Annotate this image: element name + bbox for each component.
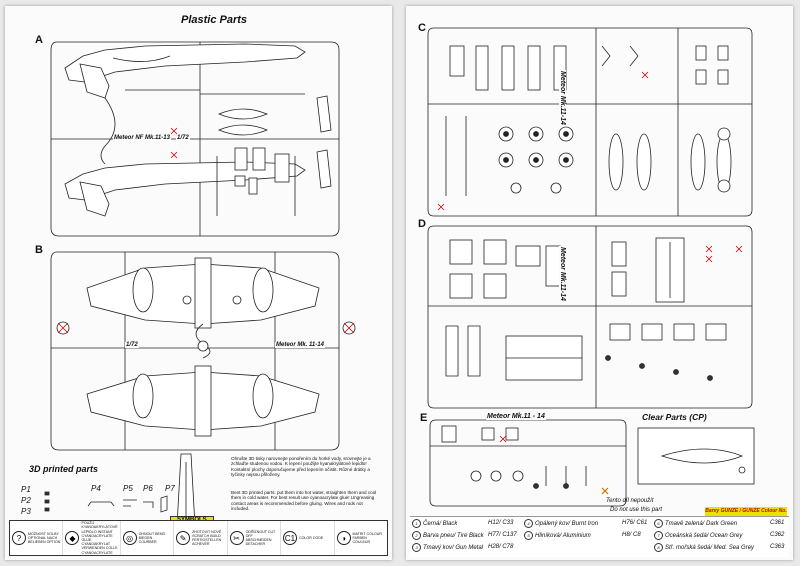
part-p7: P7 xyxy=(165,484,175,493)
color-code-5: H8/ C8 xyxy=(622,532,641,538)
scratch-build-icon: ✎ xyxy=(176,531,191,545)
color-code-8: C363 xyxy=(770,544,785,550)
plastic-parts-title: Plastic Parts xyxy=(181,14,248,26)
color-code-6: C361 xyxy=(770,520,785,526)
printed-instructions-cz: Ohrušte 3D tisky narovnejte ponořením do… xyxy=(231,456,371,478)
sprue-e-letter: E xyxy=(420,412,428,424)
glue-icon: ◆ xyxy=(65,531,80,545)
sprue-c-letter: C xyxy=(418,22,426,34)
symbol-cut: ✂ODŘÍZNOUT CUT OFF ABSCHNEIDEN DETACHER xyxy=(228,521,282,555)
optional-icon: ? xyxy=(12,531,26,545)
sprue-a-scale: 1/72 xyxy=(176,135,190,141)
symbol-glue: ◆POUŽIJ KYANOAKRYLÁTOVÉ LEPIDLO INSTANT … xyxy=(63,521,121,555)
symbol-optional: ?MOŽNOST VOLBY OPTIONAL NACH BELIEBEN OP… xyxy=(10,521,64,555)
symbols-bar: ?MOŽNOST VOLBY OPTIONAL NACH BELIEBEN OP… xyxy=(9,520,388,556)
right-sprues-drawing xyxy=(427,27,755,507)
printed-parts-title: 3D printed parts xyxy=(29,464,99,474)
part-p3: P3 xyxy=(21,507,31,516)
color-code-icon: C1 xyxy=(283,531,298,545)
symbol-scratch: ✎ZHOTOVIT NOVÉ SCRATCH BUILD FERTIGSTELL… xyxy=(174,521,228,555)
left-page: Plastic Parts xyxy=(5,6,392,560)
color-code-7: C362 xyxy=(770,532,785,538)
gunze-brand-bar: Barvy GUNZE / GUNZE Colour No. xyxy=(705,507,787,516)
right-page: C Meteor Mk.11-14 D Meteor Mk.11-14 E Me… xyxy=(406,6,793,560)
matt-colour-icon: ◑ xyxy=(336,531,351,545)
part-p4: P4 xyxy=(91,484,101,493)
cut-off-icon: ✂ xyxy=(229,531,244,545)
printed-instructions-en: Bent 3D printed parts: put them into hot… xyxy=(231,490,377,512)
part-p1: P1 xyxy=(21,485,31,494)
left-sprues-drawing xyxy=(44,41,356,527)
part-p2: P2 xyxy=(21,496,31,505)
no-use-note-en: Do not use this part xyxy=(610,507,663,513)
sprue-e-label: Meteor Mk.11 - 14 xyxy=(486,413,546,420)
sprue-b-label: Meteor Mk. 11-14 xyxy=(275,342,325,348)
sprue-b-letter: B xyxy=(35,244,43,256)
sprue-b-scale: 1/72 xyxy=(125,342,139,348)
symbol-bend: ◎OHNOUT BEND BIEGEN COURBER xyxy=(121,521,175,555)
sprue-c-label: Meteor Mk.11-14 xyxy=(559,70,566,126)
sprue-a-label: Meteor NF Mk.11-13 xyxy=(113,135,171,141)
symbol-matt: ◑MATRIT COLOUR FARBEN COULEUR xyxy=(335,521,387,555)
clear-parts-title: Clear Parts (CP) xyxy=(642,412,707,422)
no-use-note-cz: Tento díl nepoužít xyxy=(606,498,654,504)
color-code-3: H28/ C78 xyxy=(488,544,514,550)
sprue-d-label: Meteor Mk.11-14 xyxy=(559,246,566,302)
part-p5: P5 xyxy=(123,484,133,493)
printed-parts-list: P1 P2 P3 xyxy=(21,484,31,517)
sprue-d-letter: D xyxy=(418,218,426,230)
part-p6: P6 xyxy=(143,484,153,493)
color-code-4: H76/ C61 xyxy=(622,520,648,526)
sprue-a-letter: A xyxy=(35,34,43,46)
bend-icon: ◎ xyxy=(122,531,137,545)
color-code-1: H12/ C33 xyxy=(488,520,514,526)
color-code-2: H77/ C137 xyxy=(488,532,517,538)
